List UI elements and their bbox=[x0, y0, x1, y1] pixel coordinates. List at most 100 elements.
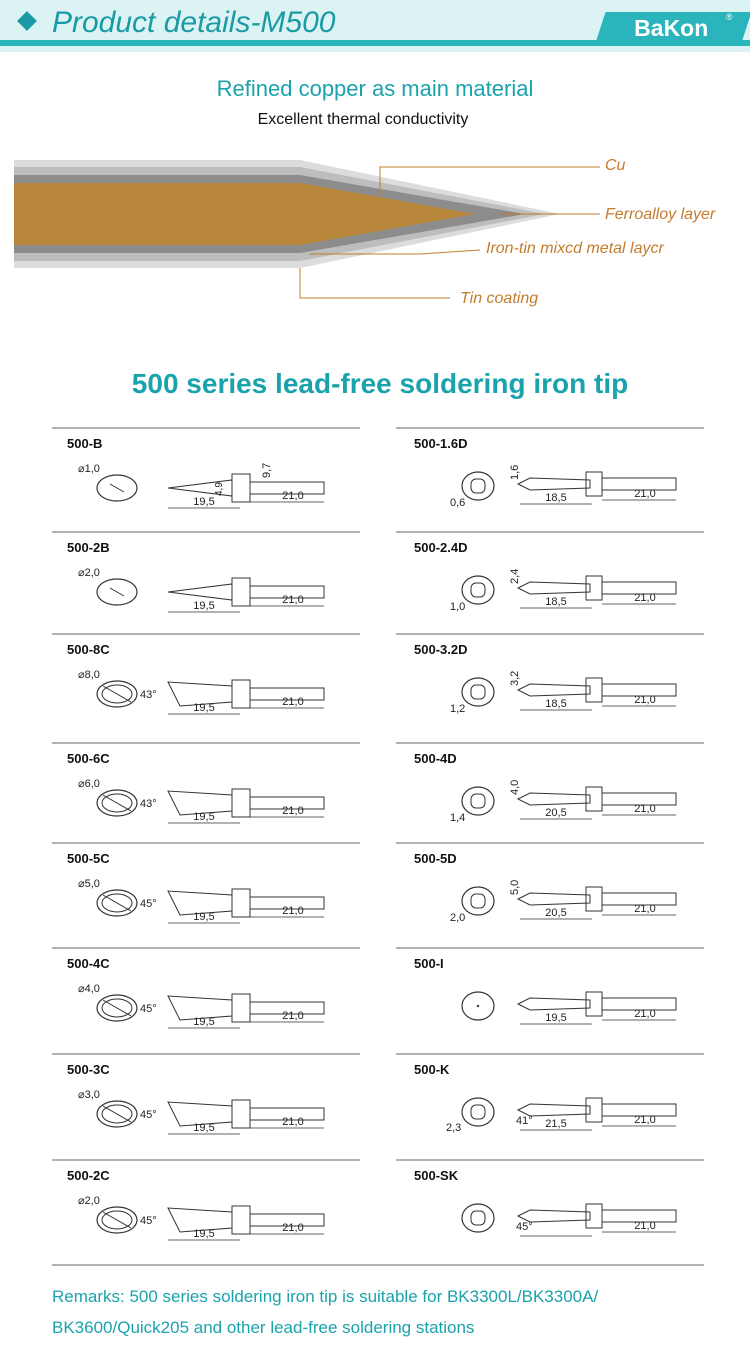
end-view-circle bbox=[461, 991, 495, 1021]
tip-model-label: 500-5D bbox=[414, 851, 457, 866]
tip-height-label: 9,7 bbox=[261, 463, 273, 478]
end-view-circle bbox=[96, 680, 138, 708]
tip-height-label-2: 4,9 bbox=[214, 482, 225, 496]
remarks: Remarks: 500 series soldering iron tip i… bbox=[52, 1281, 732, 1343]
tip-drawings: 500-B ⌀1,0 19,5 21,0 9,7 4,9 500-2B ⌀2,0 19,5 21,… bbox=[52, 427, 704, 1266]
tip-length-2: 21,0 bbox=[282, 905, 303, 917]
tip-model-label: 500-6C bbox=[67, 751, 110, 766]
tip-diameter-label: ⌀2,0 bbox=[78, 567, 100, 579]
material-subheading: Excellent thermal conductivity bbox=[257, 111, 469, 128]
tip-length-1: 19,5 bbox=[193, 600, 214, 612]
header-accent-bar bbox=[0, 40, 750, 46]
tip-width-label: 0,6 bbox=[450, 497, 465, 509]
tip-length-1: 19,5 bbox=[193, 496, 214, 508]
tip-model-label: 500-2C bbox=[67, 1168, 110, 1183]
tip-angle-label: 43° bbox=[140, 689, 157, 701]
tip-length-1: 20,5 bbox=[545, 807, 566, 819]
tip-width-label: 2,0 bbox=[450, 912, 465, 924]
material-heading: Refined copper as main material bbox=[216, 76, 534, 101]
tip-model-label: 500-1.6D bbox=[414, 436, 467, 451]
tip-width-label: 1,4 bbox=[450, 812, 465, 824]
tip-model-label: 500-2B bbox=[67, 540, 110, 555]
tip-model-label: 500-4D bbox=[414, 751, 457, 766]
tip-model-label: 500-B bbox=[67, 436, 102, 451]
tip-width-label: 1,2 bbox=[450, 703, 465, 715]
tip-cell-500-2b: 500-2B ⌀2,0 19,5 21,0 bbox=[67, 540, 325, 613]
ferroalloy-label: Ferroalloy layer bbox=[605, 206, 716, 223]
tip-model-label: 500-4C bbox=[67, 956, 110, 971]
page-header: Product details-M500 BaKon ® bbox=[0, 0, 750, 52]
iron-tin-label: Iron-tin mixcd metal laycr bbox=[486, 240, 664, 257]
tip-length-2: 21,0 bbox=[634, 903, 655, 915]
tin-coating-label: Tin coating bbox=[460, 290, 539, 307]
tip-width-label: 2,3 bbox=[446, 1122, 461, 1134]
tip-height-label: 3,2 bbox=[509, 671, 521, 686]
tip-angle-label: 43° bbox=[140, 798, 157, 810]
tip-length-1: 19,5 bbox=[193, 911, 214, 923]
tip-model-label: 500-SK bbox=[414, 1168, 459, 1183]
tip-angle-label: 41° bbox=[516, 1115, 533, 1127]
tip-model-label: 500-8C bbox=[67, 642, 110, 657]
end-view-circle bbox=[461, 1097, 495, 1127]
tip-length-1: 19,5 bbox=[193, 1016, 214, 1028]
tip-model-label: 500-K bbox=[414, 1062, 450, 1077]
end-view-circle bbox=[96, 1206, 138, 1234]
end-view-circle bbox=[461, 1203, 495, 1233]
end-view-circle bbox=[96, 578, 138, 606]
tip-length-2: 21,0 bbox=[282, 490, 303, 502]
tip-height-label: 4,0 bbox=[509, 780, 521, 795]
tip-length-1: 21,5 bbox=[545, 1118, 566, 1130]
end-view-circle bbox=[96, 889, 138, 917]
trademark-mark: ® bbox=[725, 12, 733, 22]
end-view-circle bbox=[96, 994, 138, 1022]
end-view-circle bbox=[96, 474, 138, 502]
tip-length-2: 21,0 bbox=[282, 805, 303, 817]
tip-length-2: 21,0 bbox=[282, 1116, 303, 1128]
tip-cell-500-k: 500-K 2,3 21,5 21,0 41° bbox=[414, 1062, 677, 1134]
tip-angle-label: 45° bbox=[140, 898, 157, 910]
tip-diameter-label: ⌀2,0 bbox=[78, 1195, 100, 1207]
brand-logo: BaKon ® bbox=[594, 12, 750, 46]
end-view-circle bbox=[461, 677, 495, 707]
tip-diameter-label: ⌀6,0 bbox=[78, 778, 100, 790]
tip-angle-label: 45° bbox=[516, 1221, 533, 1233]
series-title: 500 series lead-free soldering iron tip bbox=[131, 368, 629, 399]
tip-diameter-label: ⌀4,0 bbox=[78, 983, 100, 995]
end-view-circle bbox=[96, 789, 138, 817]
tip-angle-label: 45° bbox=[140, 1003, 157, 1015]
tip-diameter-label: ⌀3,0 bbox=[78, 1089, 100, 1101]
tip-angle-label: 45° bbox=[140, 1215, 157, 1227]
diamond-icon bbox=[17, 11, 37, 31]
remarks-line-1: Remarks: 500 series soldering iron tip i… bbox=[52, 1287, 599, 1306]
tip-length-2: 21,0 bbox=[634, 488, 655, 500]
cu-label: Cu bbox=[605, 157, 626, 174]
tip-length-2: 21,0 bbox=[634, 1114, 655, 1126]
page-title: Product details-M500 bbox=[17, 6, 336, 40]
tip-length-1: 18,5 bbox=[545, 698, 566, 710]
end-view-circle bbox=[461, 786, 495, 816]
tip-length-1: 19,5 bbox=[193, 1122, 214, 1134]
page-title-text: Product details-M500 bbox=[52, 6, 336, 39]
tip-model-label: 500-I bbox=[414, 956, 444, 971]
tip-length-2: 21,0 bbox=[282, 594, 303, 606]
tip-model-label: 500-3C bbox=[67, 1062, 110, 1077]
tip-length-1: 18,5 bbox=[545, 596, 566, 608]
tip-diameter-label: ⌀5,0 bbox=[78, 878, 100, 890]
tip-diameter-label: ⌀1,0 bbox=[78, 463, 100, 475]
tip-height-label: 1,6 bbox=[509, 465, 521, 480]
tip-length-1: 19,5 bbox=[193, 1228, 214, 1240]
tip-length-1: 19,5 bbox=[545, 1012, 566, 1024]
tip-length-1: 19,5 bbox=[193, 702, 214, 714]
